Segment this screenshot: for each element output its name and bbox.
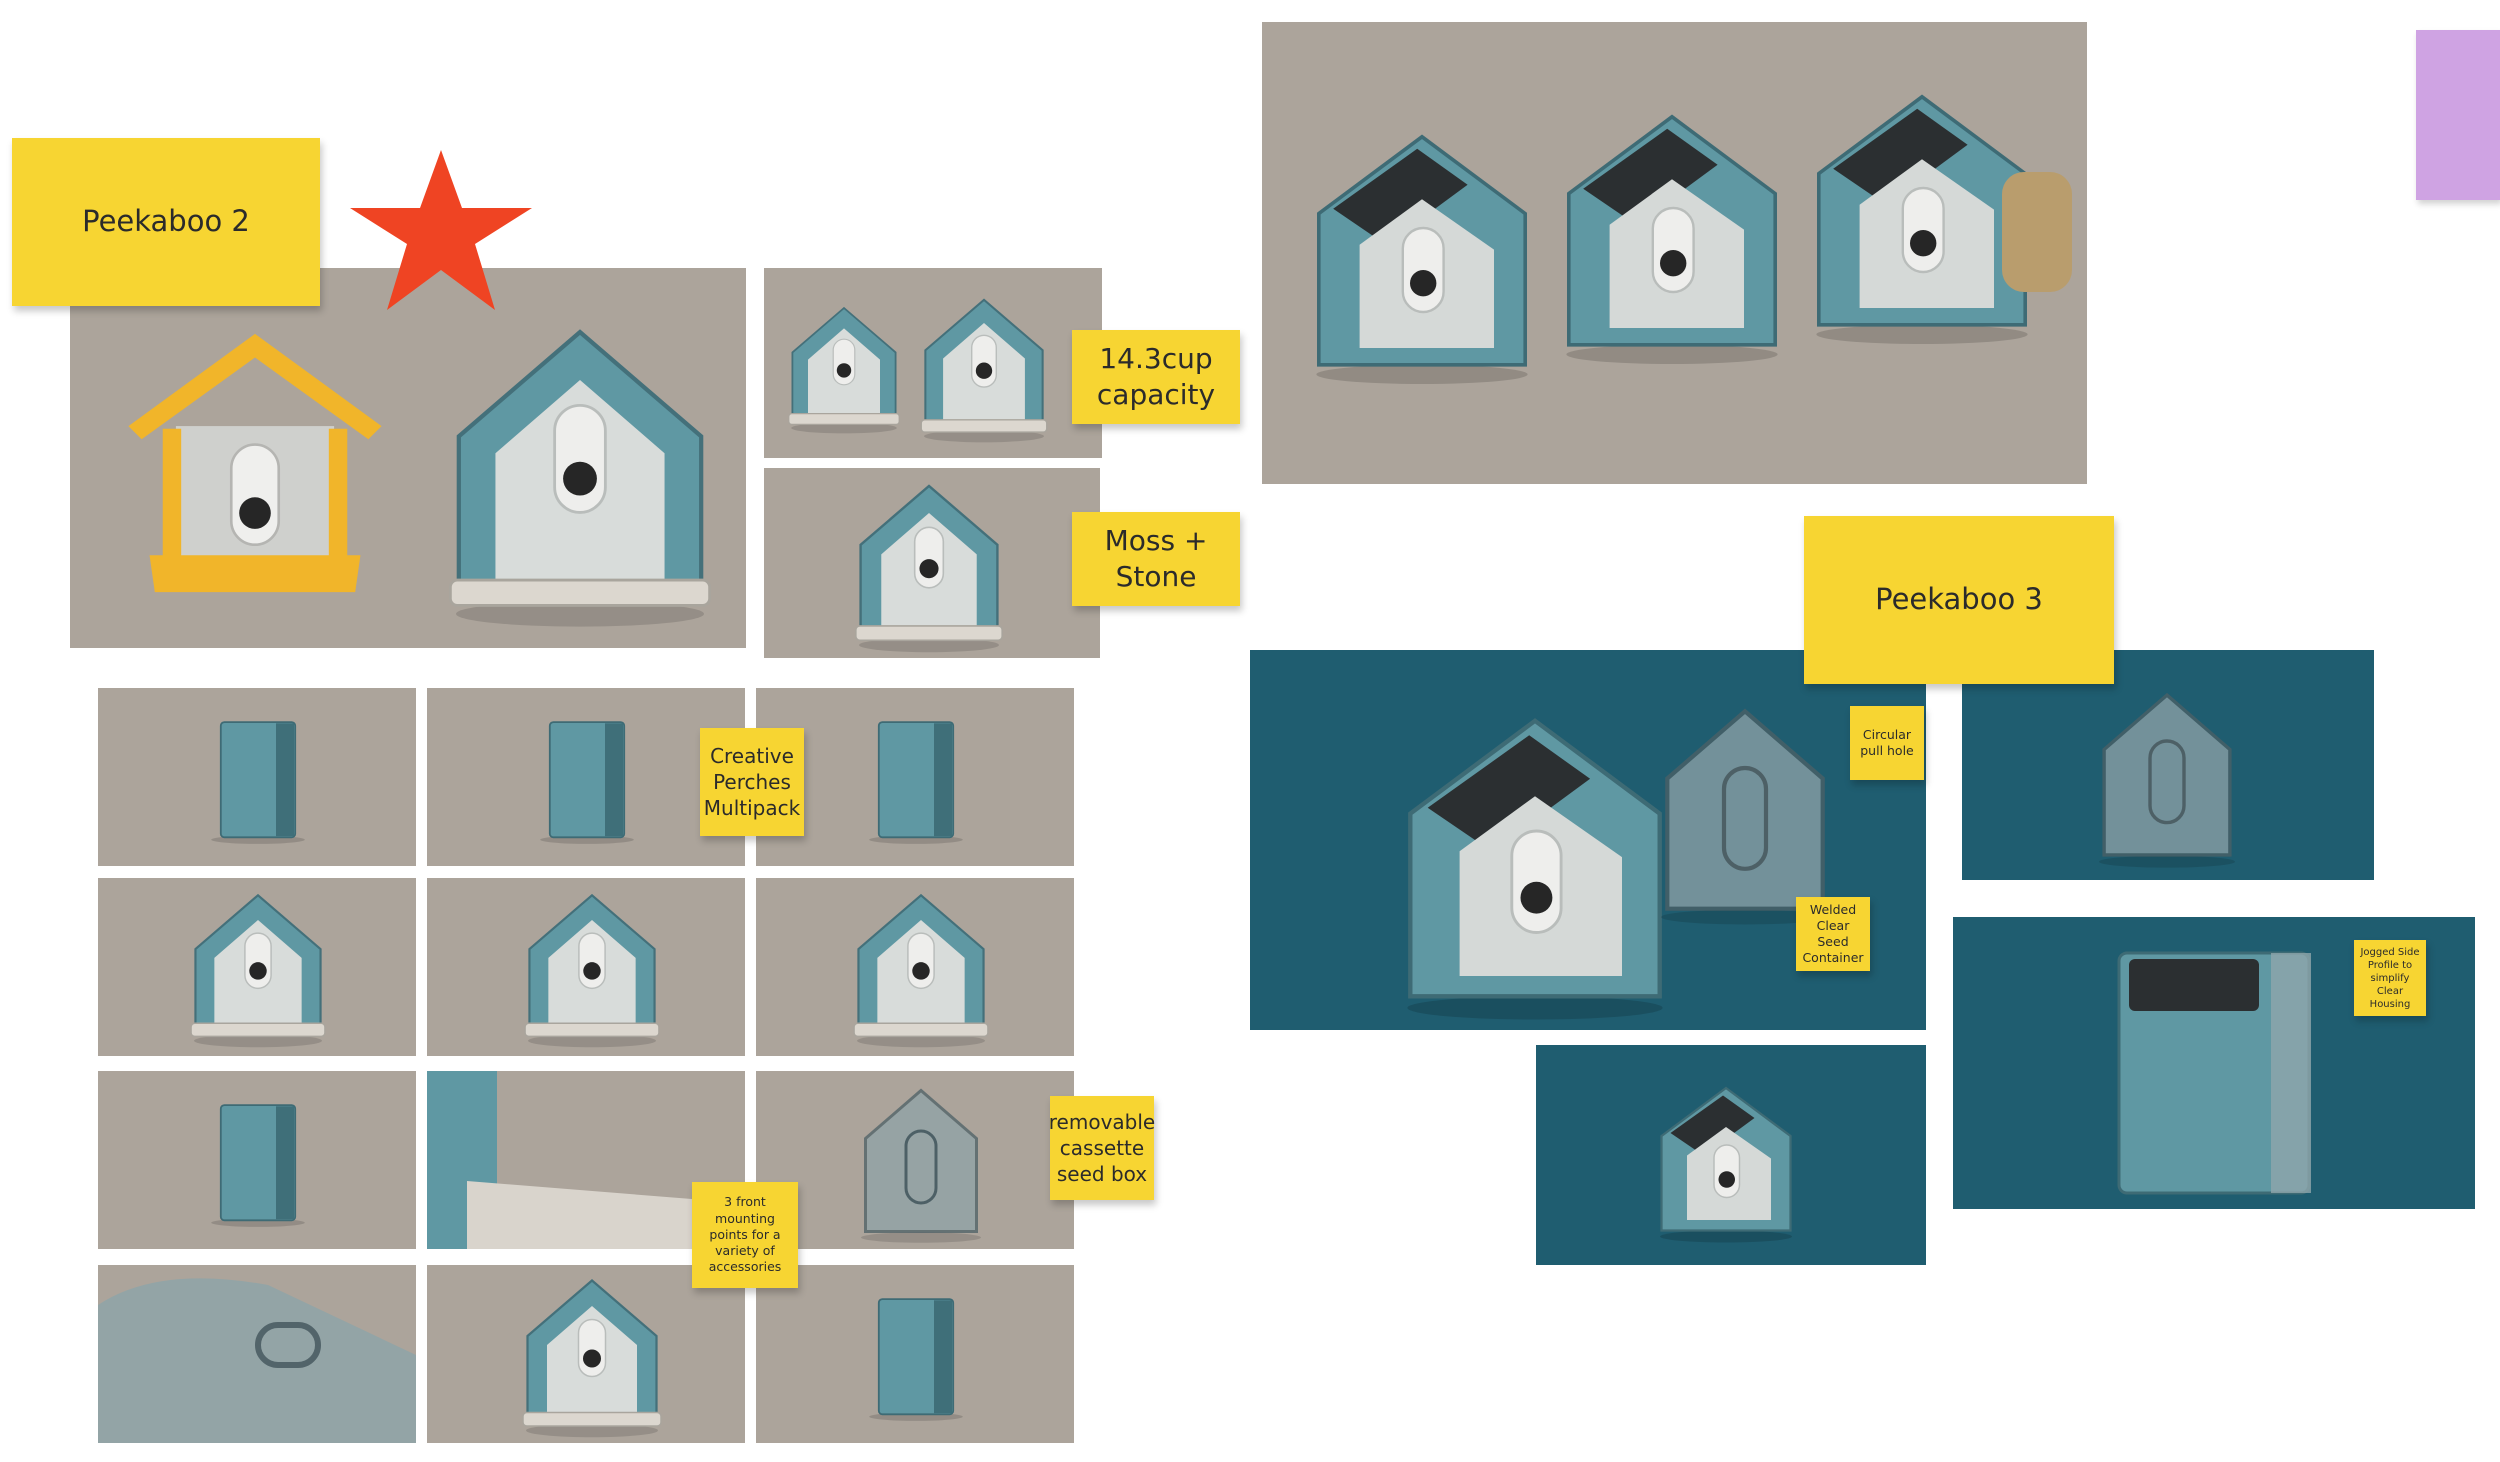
grid-render-12[interactable] — [756, 1265, 1074, 1443]
grid-render-8[interactable] — [427, 1071, 745, 1249]
note-peekaboo2-title-text: Peekaboo 2 — [82, 204, 250, 239]
note-peekaboo3-title[interactable]: Peekaboo 3 — [1804, 516, 2114, 684]
peekaboo3-lineup-render[interactable] — [1262, 22, 2087, 484]
grid-render-10[interactable] — [98, 1265, 416, 1443]
note-finish[interactable]: Moss + Stone — [1072, 512, 1240, 606]
grid-render-6[interactable] — [756, 878, 1074, 1056]
peekaboo3-main-render[interactable] — [1250, 650, 1926, 1030]
grid-render-9[interactable] — [756, 1071, 1074, 1249]
grid-render-1[interactable] — [98, 688, 416, 866]
note-cassette[interactable]: removable cassette seed box — [1048, 1096, 1156, 1200]
peekaboo3-front-render[interactable] — [1962, 650, 2374, 880]
note-finish-text: Moss + Stone — [1104, 523, 1208, 593]
purple-sticky-note[interactable] — [2416, 30, 2500, 200]
note-mounting[interactable]: 3 front mounting points for a variety of… — [692, 1182, 798, 1288]
moss-stone-render[interactable] — [764, 468, 1100, 658]
note-peekaboo2-title[interactable]: Peekaboo 2 — [12, 138, 320, 306]
note-welded[interactable]: Welded Clear Seed Container — [1796, 897, 1870, 971]
grid-render-11[interactable] — [427, 1265, 745, 1443]
peekaboo3-small-render[interactable] — [1536, 1045, 1926, 1265]
star-icon — [346, 146, 536, 314]
note-capacity[interactable]: 14.3cup capacity — [1072, 330, 1240, 424]
grid-render-4[interactable] — [98, 878, 416, 1056]
note-perches-text: Creative Perches Multipack — [703, 744, 801, 820]
note-pull-hole[interactable]: Circular pull hole — [1850, 706, 1924, 780]
multipack-render[interactable] — [764, 268, 1102, 458]
note-perches[interactable]: Creative Perches Multipack — [700, 728, 804, 836]
note-mounting-text: 3 front mounting points for a variety of… — [708, 1194, 782, 1275]
grid-render-3[interactable] — [756, 688, 1074, 866]
grid-render-7[interactable] — [98, 1071, 416, 1249]
grid-render-2[interactable] — [427, 688, 745, 866]
note-pull-hole-text: Circular pull hole — [1860, 726, 1914, 758]
peekaboo3-side-render[interactable] — [1953, 917, 2475, 1209]
note-cassette-text: removable cassette seed box — [1048, 1110, 1156, 1186]
note-capacity-text: 14.3cup capacity — [1096, 341, 1216, 411]
peekaboo2-main-render[interactable] — [70, 268, 746, 648]
note-jogged-text: Jogged Side Profile to simplify Clear Ho… — [2360, 946, 2420, 1010]
note-jogged[interactable]: Jogged Side Profile to simplify Clear Ho… — [2354, 940, 2426, 1016]
note-peekaboo3-title-text: Peekaboo 3 — [1875, 582, 2043, 617]
grid-render-5[interactable] — [427, 878, 745, 1056]
note-welded-text: Welded Clear Seed Container — [1802, 901, 1864, 966]
